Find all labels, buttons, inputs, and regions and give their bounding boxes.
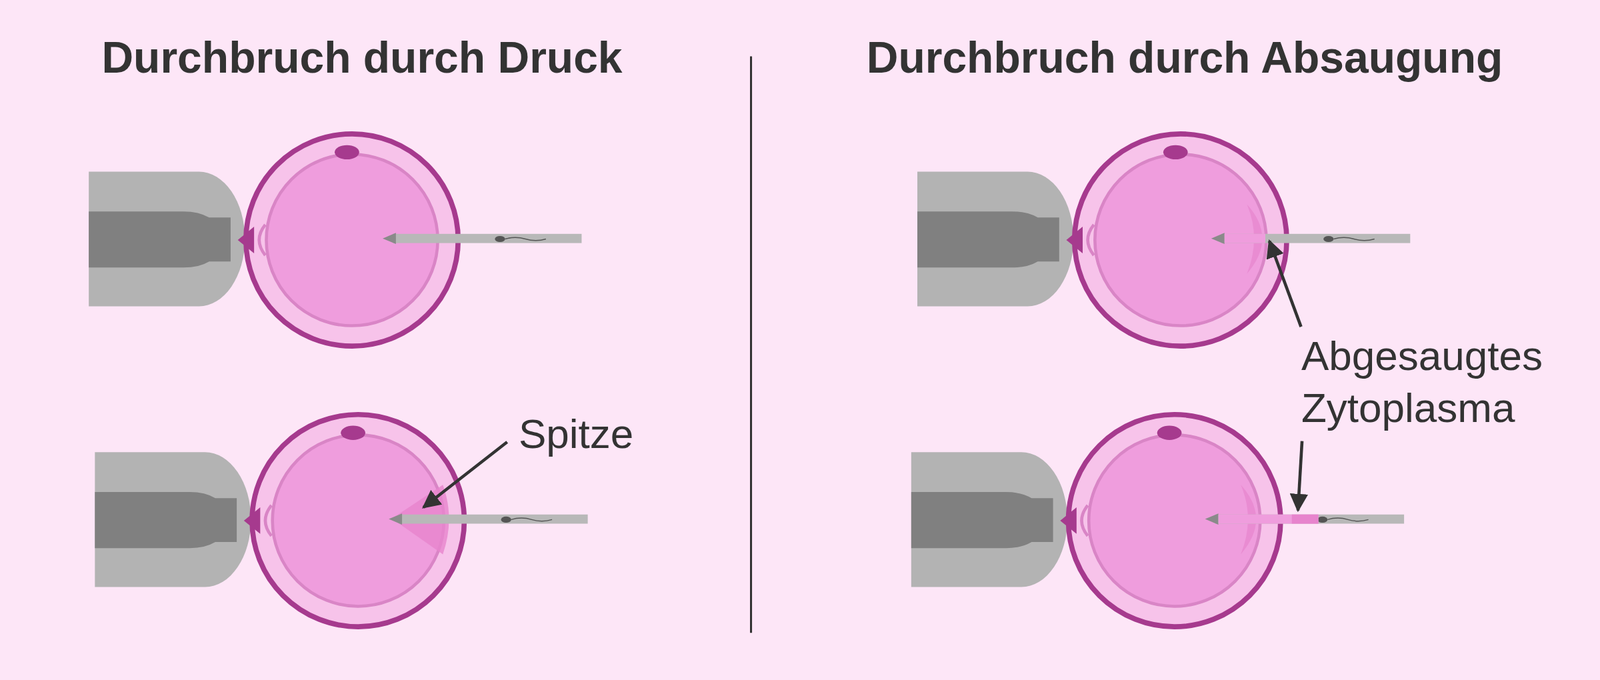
panel-heading: Durchbruch durch Absaugung — [866, 32, 1504, 83]
panel-heading: Durchbruch durch Druck — [101, 32, 622, 83]
callout-label: Abgesaugtes Zytoplasma — [1301, 330, 1582, 434]
callout-label: Spitze — [518, 408, 719, 460]
